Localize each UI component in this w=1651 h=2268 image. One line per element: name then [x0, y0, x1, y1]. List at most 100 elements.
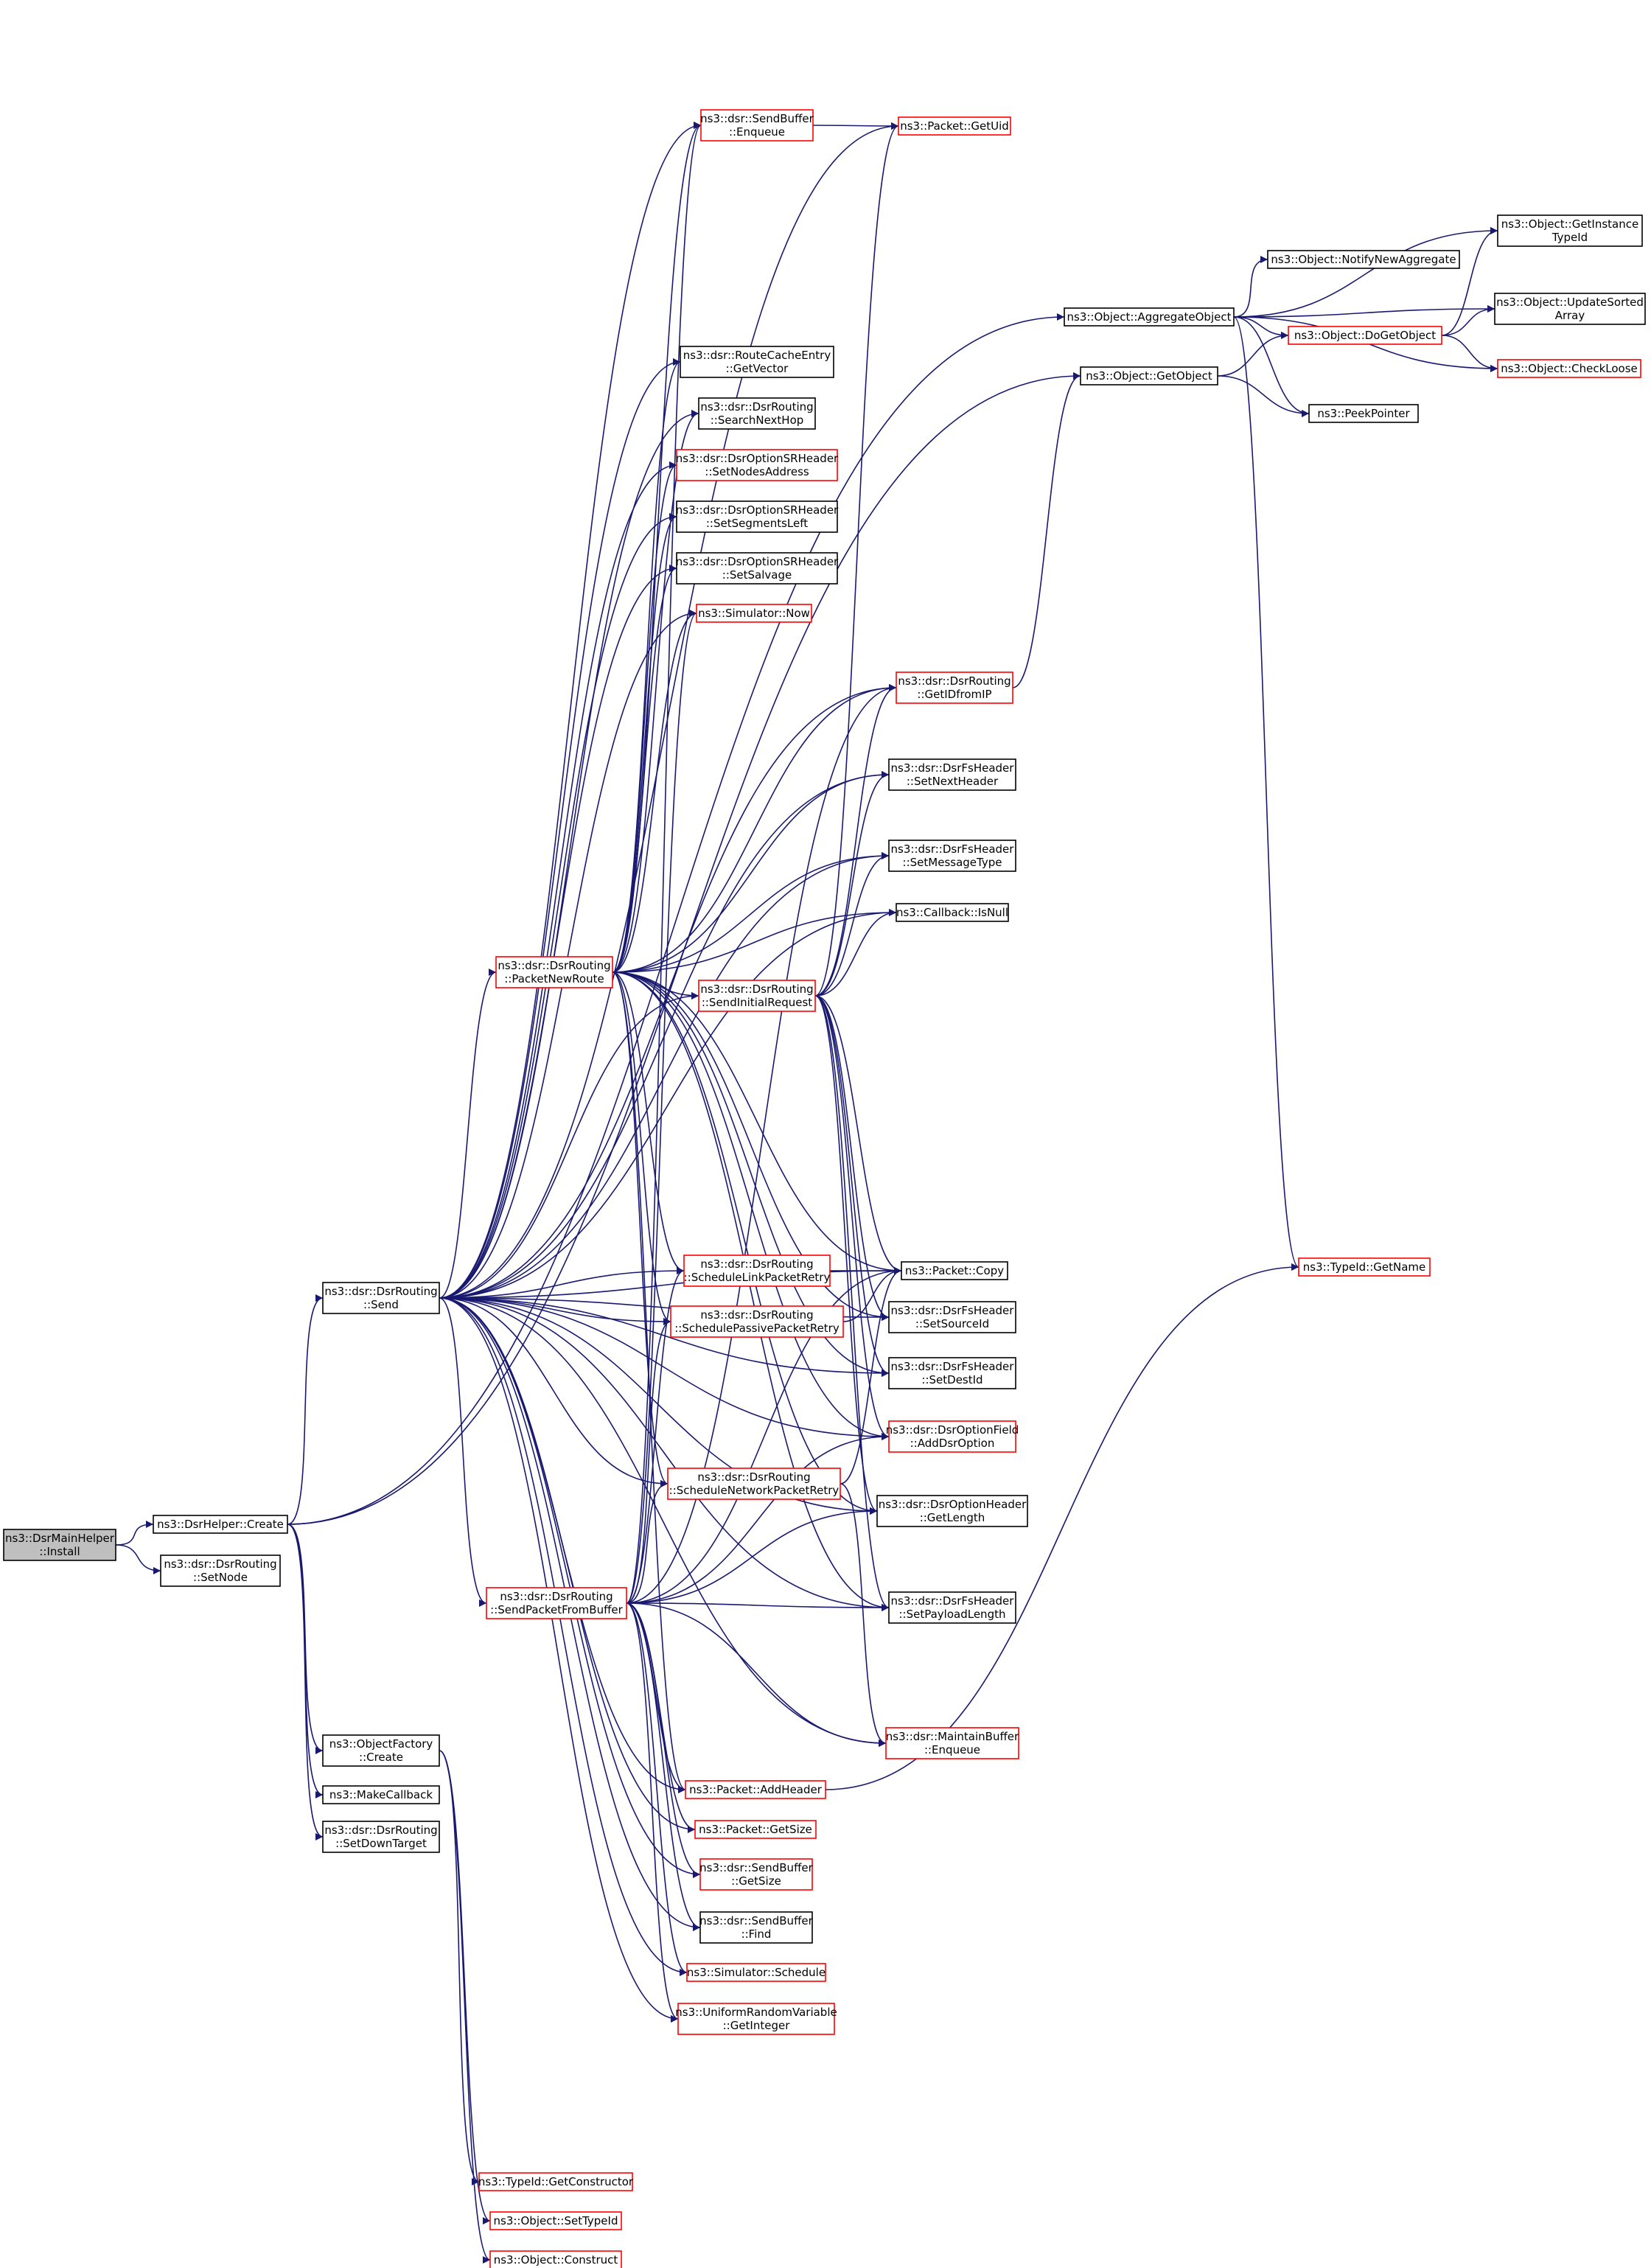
node-install[interactable]: ns3::DsrMainHelper::Install [3, 1529, 116, 1561]
node-aggregate[interactable]: ns3::Object::AggregateObject [1064, 307, 1235, 327]
node-objfactory-create[interactable]: ns3::ObjectFactory::Create [322, 1734, 440, 1767]
node-simulator-schedule[interactable]: ns3::Simulator::Schedule [686, 1963, 826, 1982]
edge-path [439, 684, 897, 1299]
edge-path [439, 1297, 887, 1747]
edge-dsrhelper-create-to-send [287, 1294, 324, 1525]
edge-path [612, 565, 677, 973]
node-optionheader-getlength[interactable]: ns3::dsr::DsrOptionHeader::GetLength [876, 1495, 1028, 1527]
edge-install-to-dsrhelper-create [115, 1521, 154, 1546]
node-sendinitialrequest[interactable]: ns3::dsr::DsrRouting::SendInitialRequest [698, 980, 816, 1012]
edge-path [439, 1297, 669, 1487]
node-box [888, 1301, 1016, 1333]
node-box [322, 1821, 440, 1853]
node-packet-addheader[interactable]: ns3::Packet::AddHeader [685, 1780, 826, 1799]
edge-path [626, 1602, 679, 2023]
node-label: ::Install [39, 1545, 80, 1558]
edge-packetnewroute-to-setsalvage [612, 565, 677, 973]
edge-path [626, 1602, 686, 1793]
node-send[interactable]: ns3::dsr::DsrRouting::Send [322, 1282, 440, 1314]
node-setnodesaddress[interactable]: ns3::dsr::DsrOptionSRHeader::SetNodesAdd… [676, 449, 839, 481]
node-typeid-getconstructor[interactable]: ns3::TypeId::GetConstructor [478, 2172, 634, 2191]
edge-packetnewroute-to-sendinitialrequest [612, 971, 699, 999]
node-box [876, 1495, 1028, 1527]
node-label: ns3::Packet::GetSize [699, 1823, 812, 1836]
node-box [696, 604, 812, 623]
node-setnode[interactable]: ns3::dsr::DsrRouting::SetNode [160, 1555, 281, 1587]
edge-getidfromip-to-getobject [1012, 372, 1081, 688]
node-packet-copy[interactable]: ns3::Packet::Copy [901, 1261, 1008, 1280]
node-schedulepassivepacketretry[interactable]: ns3::dsr::DsrRouting::SchedulePassivePac… [670, 1305, 844, 1338]
node-label: ns3::dsr::DsrFsHeader [891, 1360, 1015, 1373]
node-box [896, 671, 1013, 704]
node-peekpointer[interactable]: ns3::PeekPointer [1308, 404, 1419, 423]
node-box [153, 1515, 288, 1534]
node-schedulelinkpacketretry[interactable]: ns3::dsr::DsrRouting::ScheduleLinkPacket… [683, 1255, 831, 1287]
node-sendbuffer-getsize[interactable]: ns3::dsr::SendBuffer::GetSize [699, 1858, 814, 1891]
node-notifynewagg[interactable]: ns3::Object::NotifyNewAggregate [1267, 250, 1460, 269]
edge-path [439, 1297, 890, 1377]
node-label: ::SetNextHeader [907, 775, 999, 788]
node-sendbuffer-enqueue[interactable]: ns3::dsr::SendBuffer::Enqueue [700, 109, 814, 142]
node-dsrhelper-create[interactable]: ns3::DsrHelper::Create [153, 1515, 288, 1534]
edge-path [626, 1602, 890, 1611]
node-checkloose[interactable]: ns3::Object::CheckLoose [1497, 359, 1641, 378]
node-setdowntarget[interactable]: ns3::dsr::DsrRouting::SetDownTarget [322, 1821, 440, 1853]
node-rce-getvector[interactable]: ns3::dsr::RouteCacheEntry::GetVector [680, 346, 834, 378]
node-setpayloadlength[interactable]: ns3::dsr::DsrFsHeader::SetPayloadLength [888, 1591, 1016, 1624]
node-sendbuffer-find[interactable]: ns3::dsr::SendBuffer::Find [699, 1911, 814, 1944]
node-getobject[interactable]: ns3::Object::GetObject [1080, 366, 1218, 385]
edge-send-to-setmessagetype [439, 852, 890, 1299]
edge-sendpacketfrombuffer-to-uniform-getinteger [626, 1602, 679, 2023]
edge-sendpacketfrombuffer-to-maintainbuffer-enqueue [626, 1602, 887, 1747]
node-label: ::SetMessageType [903, 856, 1002, 869]
node-dogetobject[interactable]: ns3::Object::DoGetObject [1288, 326, 1442, 345]
edge-packetnewroute-to-getidfromip [612, 684, 897, 973]
edge-path [1217, 332, 1289, 377]
node-setdestid[interactable]: ns3::dsr::DsrFsHeader::SetDestId [888, 1357, 1016, 1389]
node-box [670, 1305, 844, 1338]
node-maintainbuffer-enqueue[interactable]: ns3::dsr::MaintainBuffer::Enqueue [885, 1727, 1019, 1759]
node-packet-getsize[interactable]: ns3::Packet::GetSize [694, 1820, 817, 1839]
node-searchnexthop[interactable]: ns3::dsr::DsrRouting::SearchNextHop [698, 397, 816, 430]
node-object-settypeid[interactable]: ns3::Object::SetTypeId [489, 2211, 622, 2230]
node-makecallback[interactable]: ns3::MakeCallback [322, 1785, 440, 1804]
edge-sendinitialrequest-to-callback-isnull [814, 909, 897, 997]
edge-path [626, 122, 702, 1604]
edge-path [439, 513, 677, 1299]
node-packetnewroute[interactable]: ns3::dsr::DsrRouting::PacketNewRoute [495, 956, 613, 988]
node-sendpacketfrombuffer[interactable]: ns3::dsr::DsrRouting::SendPacketFromBuff… [486, 1587, 627, 1619]
node-box [486, 1587, 627, 1619]
node-object-construct[interactable]: ns3::Object::Construct [489, 2250, 622, 2268]
node-typeid-getname[interactable]: ns3::TypeId::GetName [1298, 1257, 1431, 1277]
edge-send-to-setnodesaddress [439, 461, 677, 1299]
edge-path [439, 992, 699, 1299]
node-callback-isnull[interactable]: ns3::Callback::IsNull [896, 903, 1009, 922]
node-box [686, 1963, 826, 1982]
edge-sendpacketfrombuffer-to-adddsroption [626, 1433, 890, 1604]
edge-path [1233, 316, 1310, 417]
node-packet-getuid[interactable]: ns3::Packet::GetUid [898, 116, 1011, 136]
edge-path [612, 771, 890, 973]
node-label: ns3::dsr::MaintainBuffer [886, 1730, 1019, 1743]
edge-path [812, 122, 899, 130]
edge-packetnewroute-to-packet-copy [612, 971, 902, 1274]
node-simulator-now[interactable]: ns3::Simulator::Now [696, 604, 812, 623]
node-schedulenetworkpacketretry[interactable]: ns3::dsr::DsrRouting::ScheduleNetworkPac… [667, 1468, 841, 1500]
node-setsegmentsleft[interactable]: ns3::dsr::DsrOptionSRHeader::SetSegments… [676, 500, 839, 533]
node-adddsroption[interactable]: ns3::dsr::DsrOptionField::AddDsrOption [886, 1420, 1019, 1453]
edge-sendpacketfrombuffer-to-sendbuffer-enqueue [626, 122, 702, 1604]
node-getidfromip[interactable]: ns3::dsr::DsrRouting::GetIDfromIP [896, 671, 1013, 704]
node-setsourceid[interactable]: ns3::dsr::DsrFsHeader::SetSourceId [888, 1301, 1016, 1333]
node-label: ::GetSize [731, 1874, 781, 1888]
edge-path [612, 971, 699, 999]
node-setmessagetype[interactable]: ns3::dsr::DsrFsHeader::SetMessageType [888, 840, 1016, 872]
node-setnextheader[interactable]: ns3::dsr::DsrFsHeader::SetNextHeader [888, 758, 1016, 791]
edge-path [439, 1750, 491, 2225]
edge-sendinitialrequest-to-getidfromip [814, 684, 897, 997]
node-label: ::SetNodesAddress [705, 465, 809, 478]
edge-path [814, 995, 878, 1515]
node-uniform-getinteger[interactable]: ns3::UniformRandomVariable::GetInteger [675, 2003, 837, 2035]
node-setsalvage[interactable]: ns3::dsr::DsrOptionSRHeader::SetSalvage [676, 552, 839, 585]
